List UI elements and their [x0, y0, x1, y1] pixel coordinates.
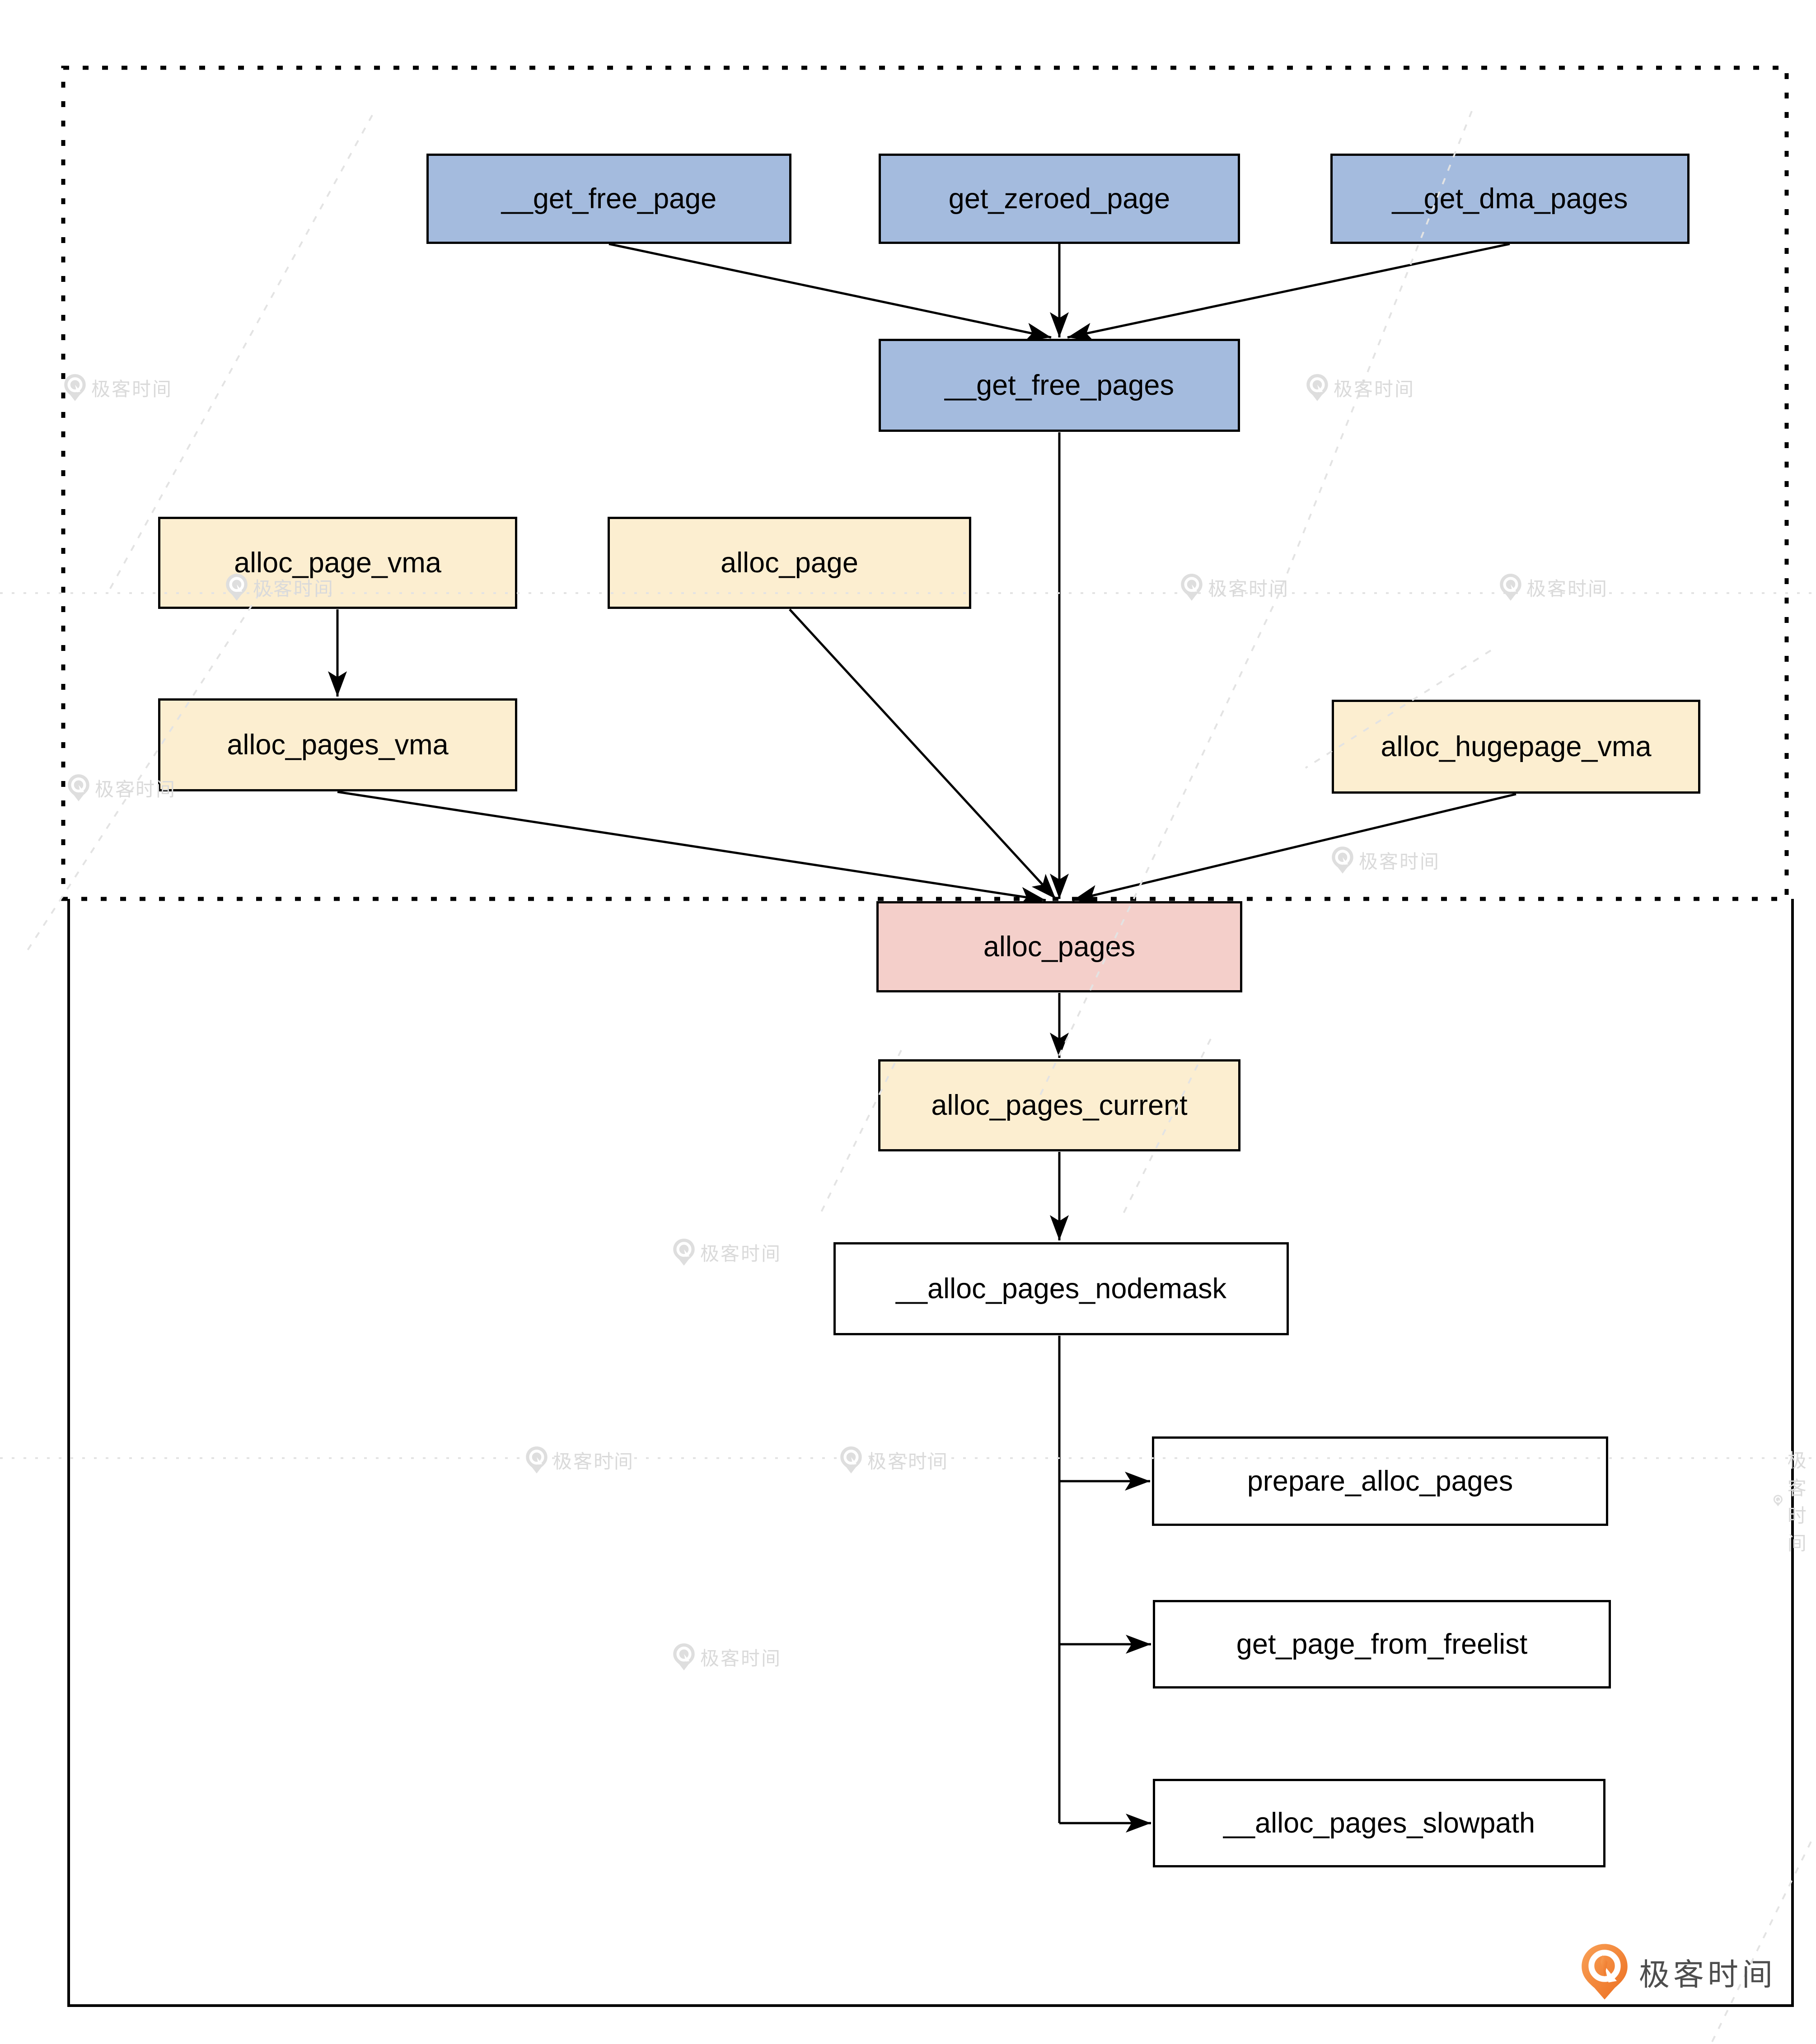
edge-alloc_pages_vma-to-alloc_pages — [337, 790, 1046, 906]
node-label: __alloc_pages_slowpath — [1223, 1807, 1535, 1839]
node-label: get_page_from_freelist — [1236, 1628, 1528, 1660]
node-label: alloc_page_vma — [234, 547, 441, 579]
footer-brand-text: 极客时间 — [1639, 1957, 1777, 1992]
node-prepare-alloc-pages: prepare_alloc_pages — [1152, 1436, 1608, 1526]
node-get-dma-pages: __get_dma_pages — [1330, 154, 1690, 244]
node-label: alloc_pages — [983, 931, 1136, 963]
node-get-free-pages: __get_free_pages — [879, 339, 1240, 432]
node-label: prepare_alloc_pages — [1247, 1465, 1513, 1497]
node-label: __get_free_page — [501, 183, 717, 215]
footer-brand-logo: 极客时间 — [1580, 1942, 1776, 2001]
node-alloc-page: alloc_page — [608, 517, 971, 609]
node-alloc-pages-vma: alloc_pages_vma — [158, 698, 517, 791]
node-label: alloc_pages_current — [931, 1090, 1188, 1121]
node-alloc-pages-slowpath: __alloc_pages_slowpath — [1153, 1779, 1605, 1867]
node-alloc-hugepage-vma: alloc_hugepage_vma — [1332, 700, 1700, 794]
node-label: alloc_hugepage_vma — [1381, 731, 1652, 762]
node-label: __alloc_pages_nodemask — [895, 1273, 1227, 1305]
dotted-region-border — [61, 65, 1789, 901]
edge-get_free_page-to-get_free_pages — [608, 243, 1052, 341]
node-alloc-pages-nodemask: __alloc_pages_nodemask — [833, 1242, 1289, 1335]
node-label: __get_dma_pages — [1392, 183, 1628, 215]
node-alloc-page-vma: alloc_page_vma — [158, 517, 517, 609]
node-label: get_zeroed_page — [948, 183, 1170, 215]
node-get-page-from-freelist: get_page_from_freelist — [1153, 1600, 1611, 1689]
node-alloc-pages: alloc_pages — [876, 901, 1242, 992]
node-alloc-pages-current: alloc_pages_current — [878, 1059, 1240, 1151]
node-label: __get_free_pages — [945, 370, 1174, 401]
edge-alloc_page-to-alloc_pages — [789, 608, 1057, 900]
node-label: alloc_page — [721, 547, 858, 579]
footer-brand-pin-icon — [1582, 1944, 1628, 2000]
node-get-free-page: __get_free_page — [426, 154, 791, 244]
node-get-zeroed-page: get_zeroed_page — [879, 154, 1240, 244]
node-label: alloc_pages_vma — [227, 729, 449, 761]
solid-region-border — [67, 899, 1794, 2007]
